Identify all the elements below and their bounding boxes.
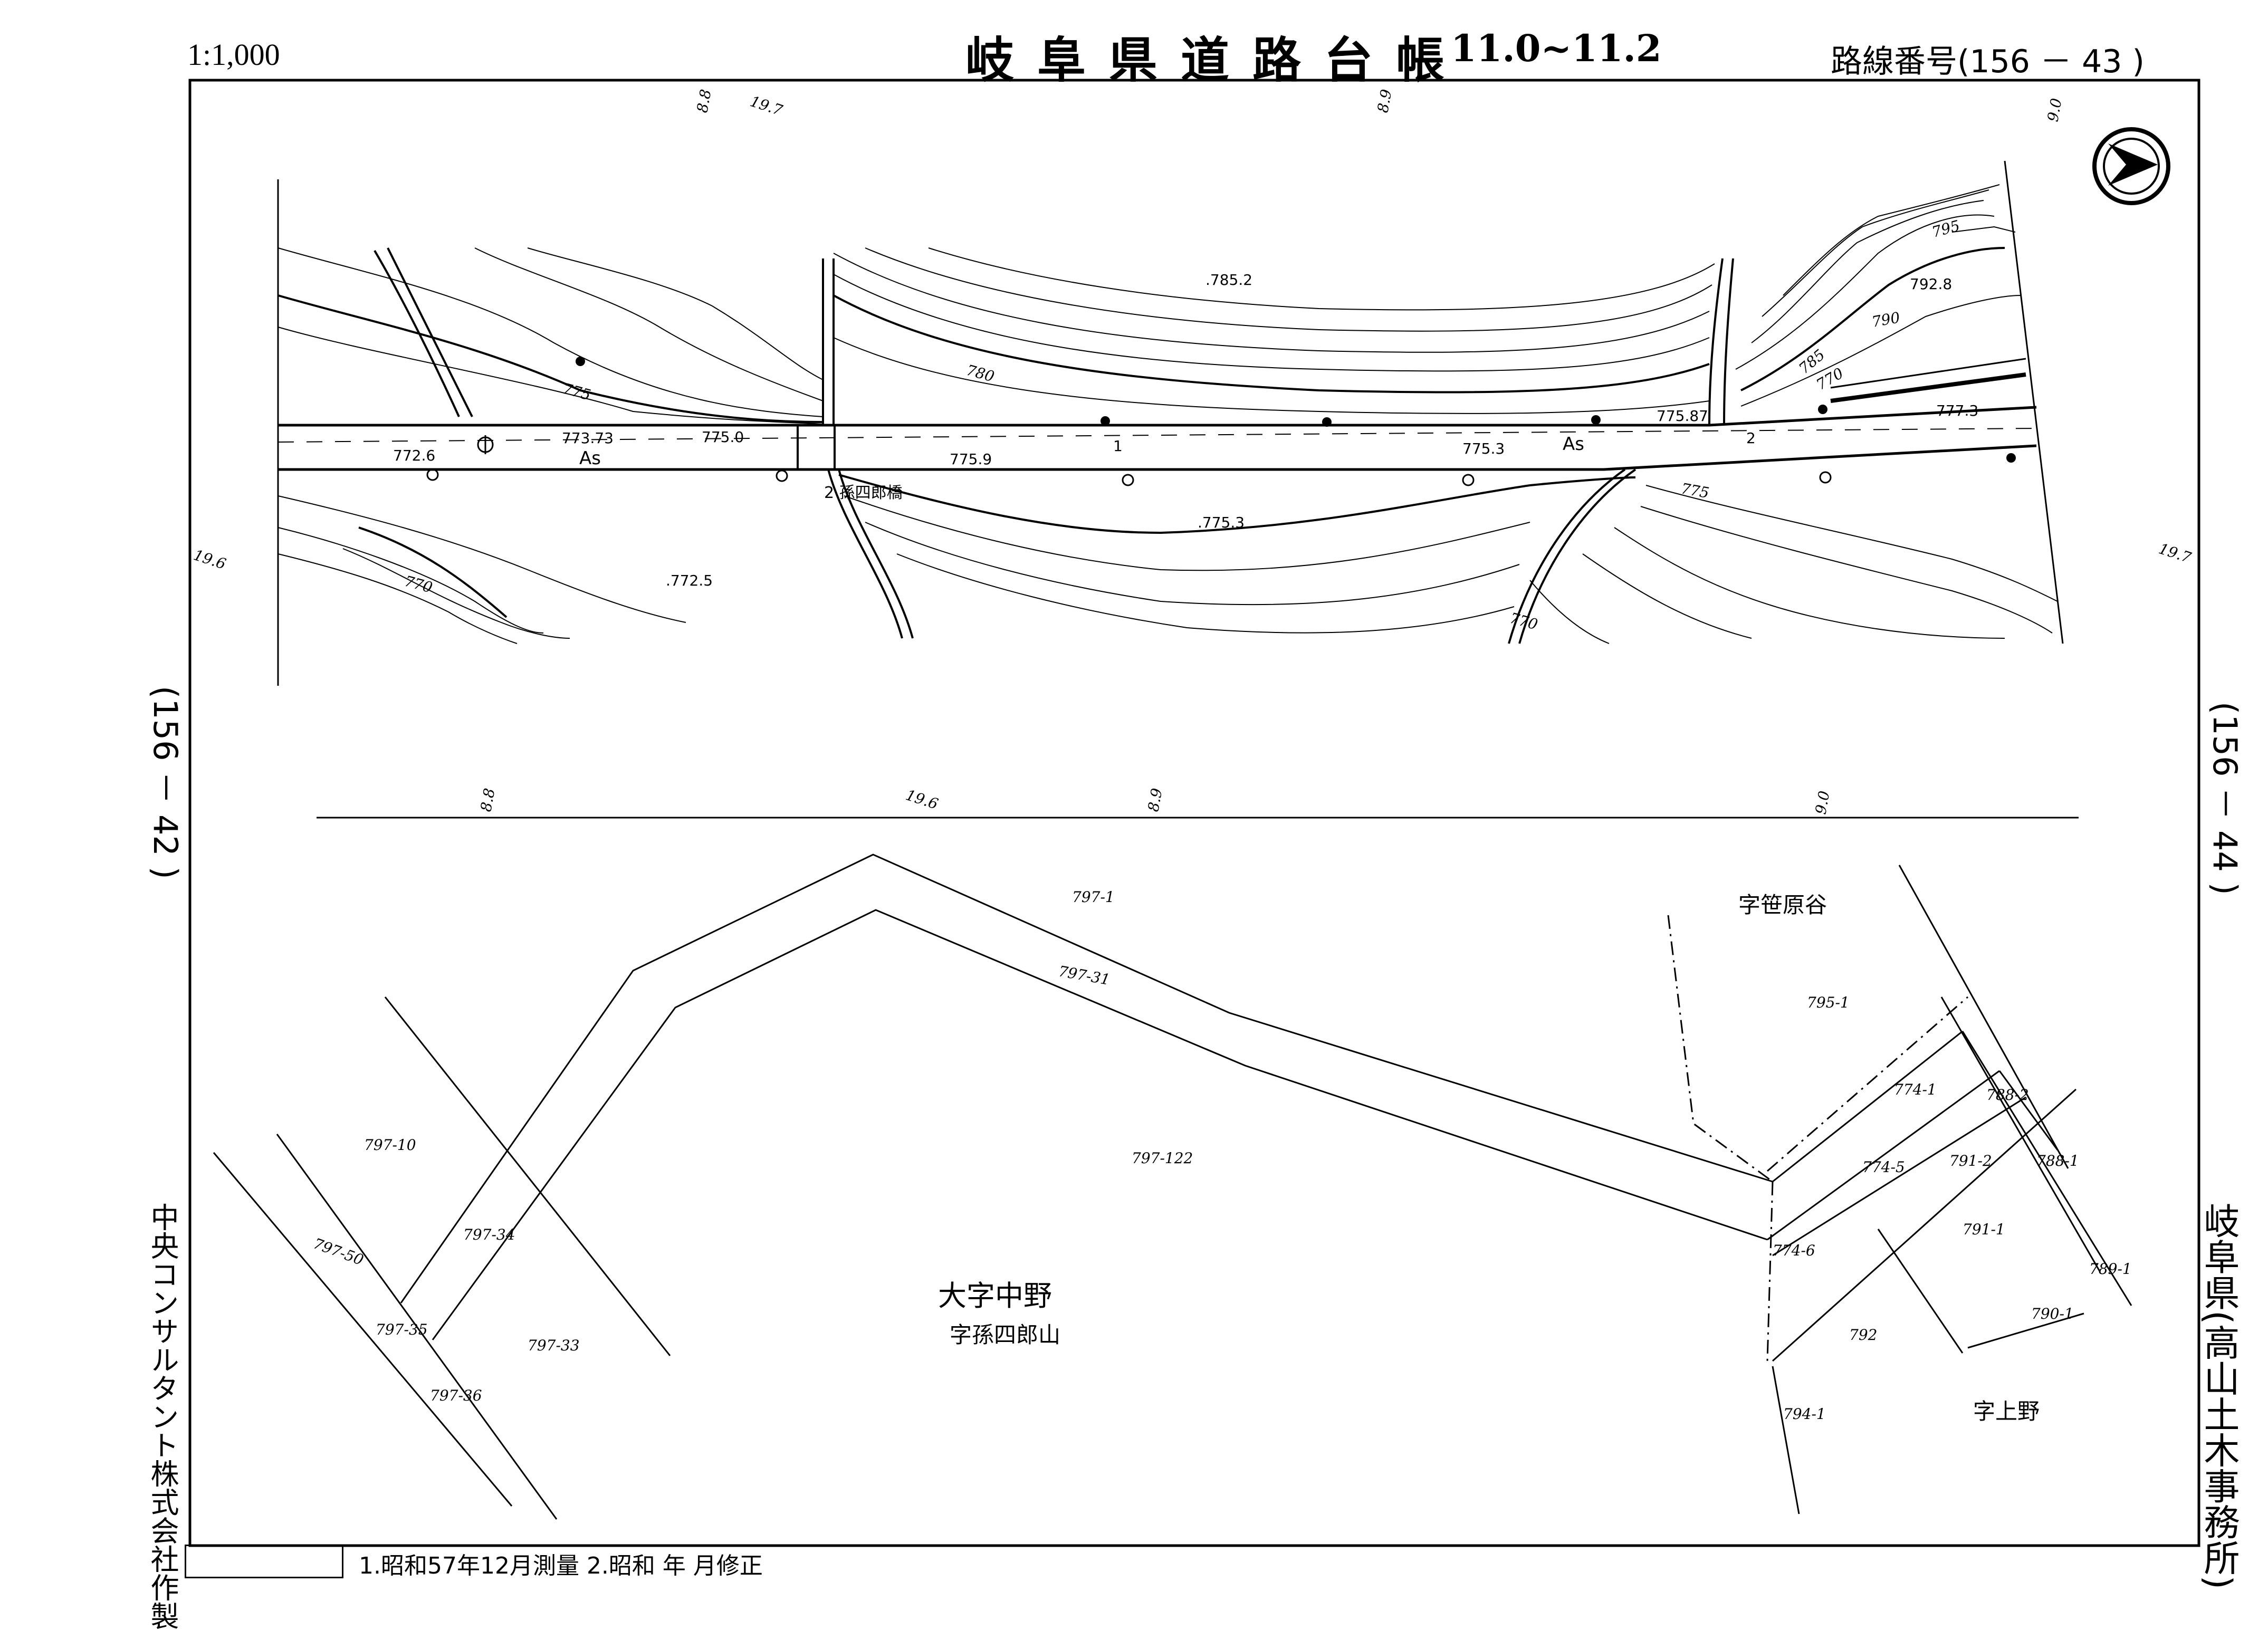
right-sheet-ref: (156 － 44 ) <box>2206 702 2244 895</box>
parcel-station-3: 8.9 <box>1144 787 1165 813</box>
lot-label-20: 792 <box>1849 1326 1877 1344</box>
spot-height-5: 775.9 <box>950 450 992 468</box>
lot-label-1: 797-1 <box>1072 888 1115 906</box>
place-sasaharadani: 字笹原谷 <box>1738 892 1827 918</box>
maker-credit: 中央コンサルタント株式会社作製 <box>146 1203 179 1630</box>
road-mark-2: 2 <box>1746 429 1756 447</box>
contour-label-9: 770 <box>1813 365 1846 394</box>
parcel-station-4: 9.0 <box>1812 790 1833 816</box>
spot-height-4: 775.0 <box>702 428 744 446</box>
plan-station-top-1b: 19.7 <box>748 92 785 119</box>
spot-height-1: .785.2 <box>1205 271 1252 289</box>
spot-height-10: .775.3 <box>1198 514 1245 531</box>
map-frame <box>188 79 2200 1547</box>
place-magoshiroyama: 字孫四郎山 <box>950 1322 1060 1348</box>
plan-labels: 8.8 19.7 8.9 9.0 19.6 19.7 775 780 785 7… <box>192 88 2194 634</box>
route-number: 路線番号(156 － 43 ) <box>1831 43 2145 80</box>
parcel-stations: 8.8 19.6 8.9 9.0 <box>477 786 1833 816</box>
lot-label-9: 797-36 <box>430 1387 482 1404</box>
lot-label-4: 797-10 <box>364 1136 416 1154</box>
plan-station-top-2: 8.9 <box>1374 88 1395 114</box>
lot-label-14: 791-2 <box>1949 1152 1992 1169</box>
road-mark-1: 1 <box>1113 437 1123 455</box>
lot-label-17: 774-6 <box>1773 1242 1815 1259</box>
spot-height-9: 775.3 <box>1462 440 1505 457</box>
parcel-station-2: 19.6 <box>904 786 940 813</box>
place-ueno: 字上野 <box>1973 1398 2040 1424</box>
lot-label-8: 797-33 <box>528 1337 580 1354</box>
lot-label-11: 774-1 <box>1894 1081 1937 1098</box>
parcel-lot-labels: 797-1 797-31 797-122 797-10 797-50 797-3… <box>311 888 2132 1423</box>
spot-height-2: 792.8 <box>1910 275 1952 293</box>
contour-label-5: 795 <box>1930 217 1961 241</box>
lot-label-12: 788-2 <box>1986 1086 2029 1104</box>
spot-height-11: .772.5 <box>666 572 713 589</box>
parcel-dashdot <box>1667 915 1968 1361</box>
pavement-label-1: As <box>579 448 601 469</box>
km-range: 11.0~11.2 <box>1451 26 1662 70</box>
lot-label-7: 797-35 <box>376 1321 428 1338</box>
lot-label-19: 790-1 <box>2031 1305 2074 1322</box>
lot-label-16: 791-1 <box>1963 1221 2005 1238</box>
map-scale: 1:1,000 <box>187 37 280 72</box>
lot-label-13: 774-5 <box>1862 1158 1905 1176</box>
plan-station-top-3: 9.0 <box>2044 97 2065 123</box>
spot-height-6: 775.87 <box>1657 407 1708 425</box>
spot-height-3: 773.73 <box>562 429 614 447</box>
contour-label-1: 775 <box>561 380 592 404</box>
lot-label-3: 797-122 <box>1132 1149 1193 1167</box>
contour-label-4: 790 <box>1870 309 1901 331</box>
lot-label-6: 797-34 <box>463 1226 515 1243</box>
plan-edge-right: 19.7 <box>2157 540 2194 567</box>
plan-station-top-1: 8.8 <box>693 88 714 114</box>
office-credit: 岐阜県(高山土木事務所) <box>2197 1203 2239 1590</box>
spot-height-8: 772.6 <box>393 447 435 464</box>
bridge-label: 2 孫四郎橋 <box>824 484 903 502</box>
lot-label-21: 794-1 <box>1783 1405 1826 1423</box>
left-sheet-ref: (156 － 42 ) <box>146 686 185 879</box>
contour-label-6: 770 <box>403 572 434 597</box>
spot-height-7: 777.3 <box>1936 402 1978 419</box>
lot-label-2: 797-31 <box>1057 962 1112 989</box>
survey-plan <box>277 160 2064 686</box>
north-arrow-icon <box>2092 127 2170 205</box>
lot-label-10: 795-1 <box>1807 994 1850 1011</box>
plan-edge-left: 19.6 <box>192 546 228 573</box>
contour-label-2: 780 <box>964 361 996 386</box>
lot-label-5: 797-50 <box>311 1235 366 1269</box>
pavement-label-2: As <box>1563 434 1584 455</box>
parcel-place-names: 字笹原谷 大字中野 字孫四郎山 字上野 <box>938 892 2040 1424</box>
lot-label-15: 788-1 <box>2036 1152 2079 1169</box>
parcel-station-1: 8.8 <box>477 787 498 813</box>
parcel-lines <box>213 854 2132 1520</box>
place-nakano: 大字中野 <box>938 1279 1052 1312</box>
lot-label-18: 789-1 <box>2089 1260 2132 1278</box>
plan-symbols <box>426 357 2016 486</box>
survey-note: 1.昭和57年12月測量 2.昭和 年 月修正 <box>359 1552 763 1579</box>
contour-label-7: 775 <box>1680 480 1710 502</box>
